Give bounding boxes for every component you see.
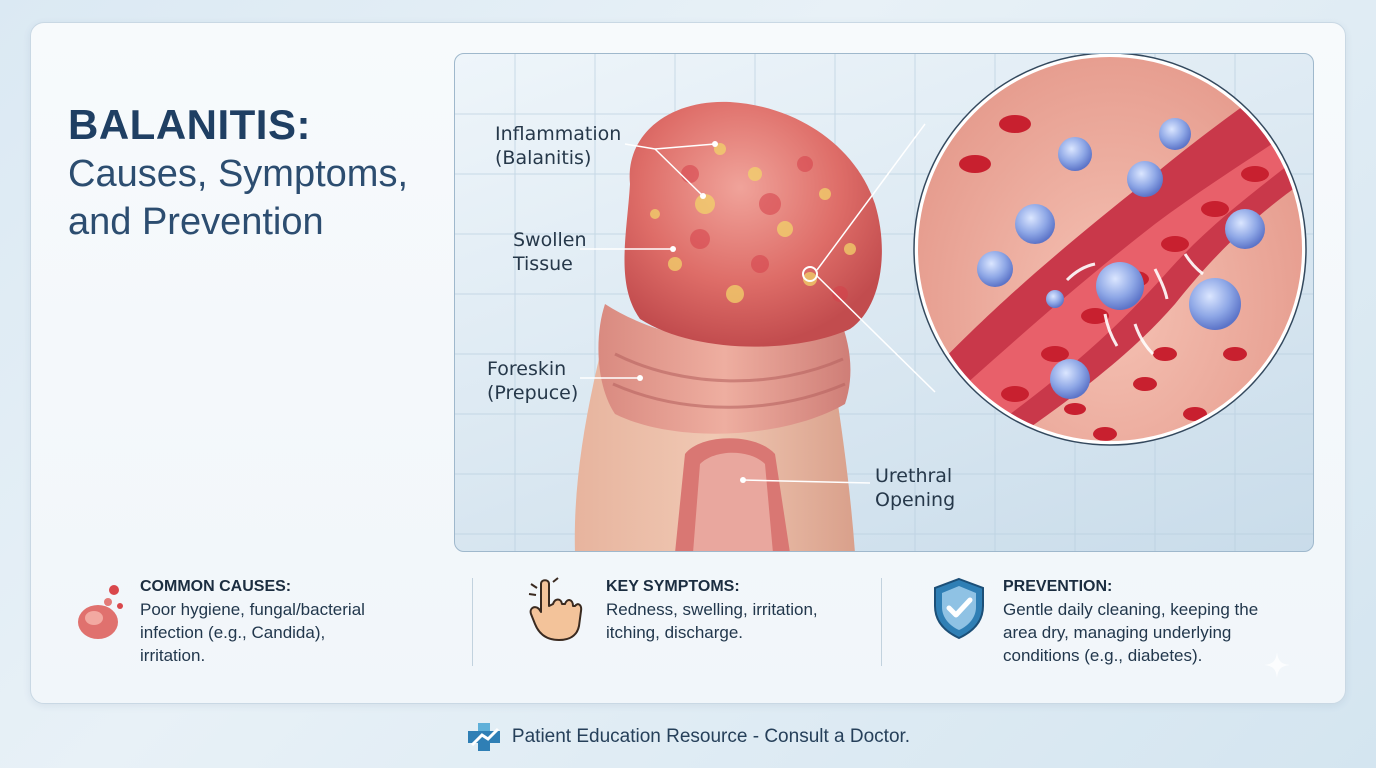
- label-foreskin: Foreskin (Prepuce): [487, 358, 579, 404]
- prevention-heading: PREVENTION:: [1003, 578, 1113, 595]
- label-inflammation: Inflammation (Balanitis): [495, 123, 622, 169]
- causes-heading: COMMON CAUSES:: [140, 578, 292, 595]
- info-prevention: PREVENTION: Gentle daily cleaning, keepi…: [1003, 578, 1259, 665]
- footer-text: Patient Education Resource - Consult a D…: [511, 726, 911, 747]
- sparkle-icon: [1264, 652, 1290, 678]
- divider-1: [472, 578, 473, 666]
- info-key-symptoms: KEY SYMPTOMS: Redness, swelling, irritat…: [606, 578, 818, 642]
- anatomy-illustration: [455, 54, 1313, 551]
- info-common-causes: COMMON CAUSES: Poor hygiene, fungal/bact…: [140, 578, 365, 665]
- title-block: BALANITIS: Causes, Symptoms, and Prevent…: [68, 100, 448, 246]
- label-swollen-tissue: Swollen Tissue: [513, 229, 587, 275]
- footer: Patient Education Resource - Consult a D…: [0, 722, 1376, 752]
- page-subtitle-line-2: and Prevention: [68, 201, 324, 243]
- anatomy-illustration-panel: Inflammation (Balanitis) Swollen Tissue …: [454, 53, 1314, 552]
- pointing-hand-icon: [528, 577, 583, 641]
- symptoms-heading: KEY SYMPTOMS:: [606, 578, 740, 595]
- shield-check-icon: [934, 577, 984, 640]
- divider-2: [881, 578, 882, 666]
- page-subtitle-line-1: Causes, Symptoms,: [68, 153, 408, 195]
- medical-cross-icon: [467, 723, 500, 751]
- page-title: BALANITIS:: [68, 101, 311, 148]
- label-urethral-opening: Urethral Opening: [875, 465, 956, 511]
- infection-cell-icon: [78, 585, 123, 639]
